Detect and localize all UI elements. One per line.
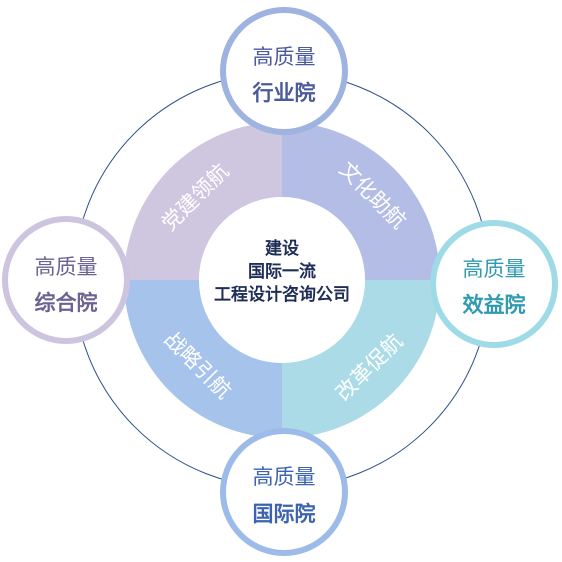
node-top-line-2: 行业院 bbox=[252, 81, 316, 105]
quadrant-top-right bbox=[282, 122, 440, 280]
quadrant-bottom-right bbox=[282, 280, 440, 438]
node-bottom-line-1: 高质量 bbox=[253, 465, 316, 489]
node-left: 高质量 综合院 bbox=[2, 216, 130, 344]
node-left-line-1: 高质量 bbox=[35, 255, 98, 279]
node-left-line-2: 综合院 bbox=[35, 291, 98, 315]
node-right-circle bbox=[430, 220, 558, 348]
center-disc bbox=[199, 197, 365, 363]
node-bottom-line-2: 国际院 bbox=[253, 502, 316, 526]
quadrant-bottom-left bbox=[124, 280, 282, 438]
center-line-2: 国际一流 bbox=[248, 261, 316, 282]
quadrant-top-left bbox=[124, 122, 282, 280]
center-line-3: 工程设计咨询公司 bbox=[214, 284, 350, 305]
node-top: 高质量 行业院 bbox=[220, 7, 348, 135]
node-bottom-circle bbox=[220, 428, 348, 556]
node-left-circle bbox=[2, 216, 130, 344]
center-line-1: 建设 bbox=[265, 238, 299, 259]
node-right-line-2: 效益院 bbox=[463, 293, 526, 317]
node-right: 高质量 效益院 bbox=[430, 220, 558, 348]
node-top-line-1: 高质量 bbox=[253, 45, 316, 69]
node-right-line-1: 高质量 bbox=[463, 257, 526, 281]
node-top-circle bbox=[220, 7, 348, 135]
node-bottom: 高质量 国际院 bbox=[220, 428, 348, 556]
